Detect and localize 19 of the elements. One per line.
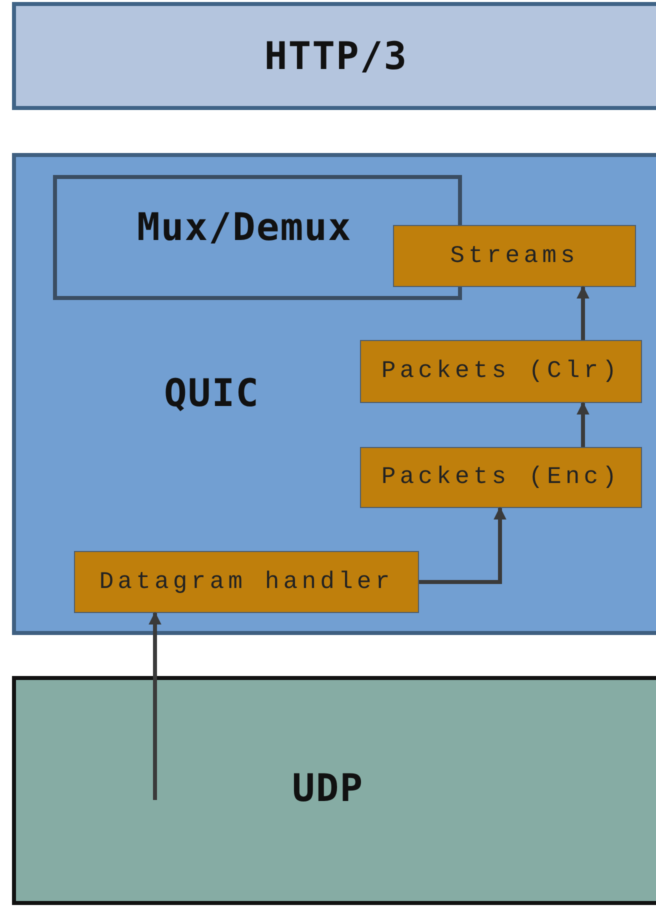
layer-label: Mux/Demux	[137, 205, 352, 249]
component-box	[74, 551, 419, 613]
component-box	[360, 447, 642, 508]
component-label: Packets (Enc)	[381, 464, 621, 491]
component-label: Streams	[450, 242, 579, 270]
layer-box	[12, 676, 656, 905]
layer-label: UDP	[292, 766, 364, 810]
arrow	[419, 506, 506, 584]
layer-box	[12, 2, 656, 110]
component-label: Datagram handler	[99, 568, 394, 596]
arrow	[576, 402, 590, 447]
layer-label: HTTP/3	[264, 34, 408, 78]
layer-box	[12, 153, 656, 635]
component-label: Packets (Clr)	[381, 358, 621, 385]
arrow	[148, 612, 162, 800]
component-box	[393, 225, 636, 287]
layer-label: QUIC	[164, 371, 260, 415]
arrow	[576, 286, 590, 340]
component-box	[360, 340, 642, 403]
